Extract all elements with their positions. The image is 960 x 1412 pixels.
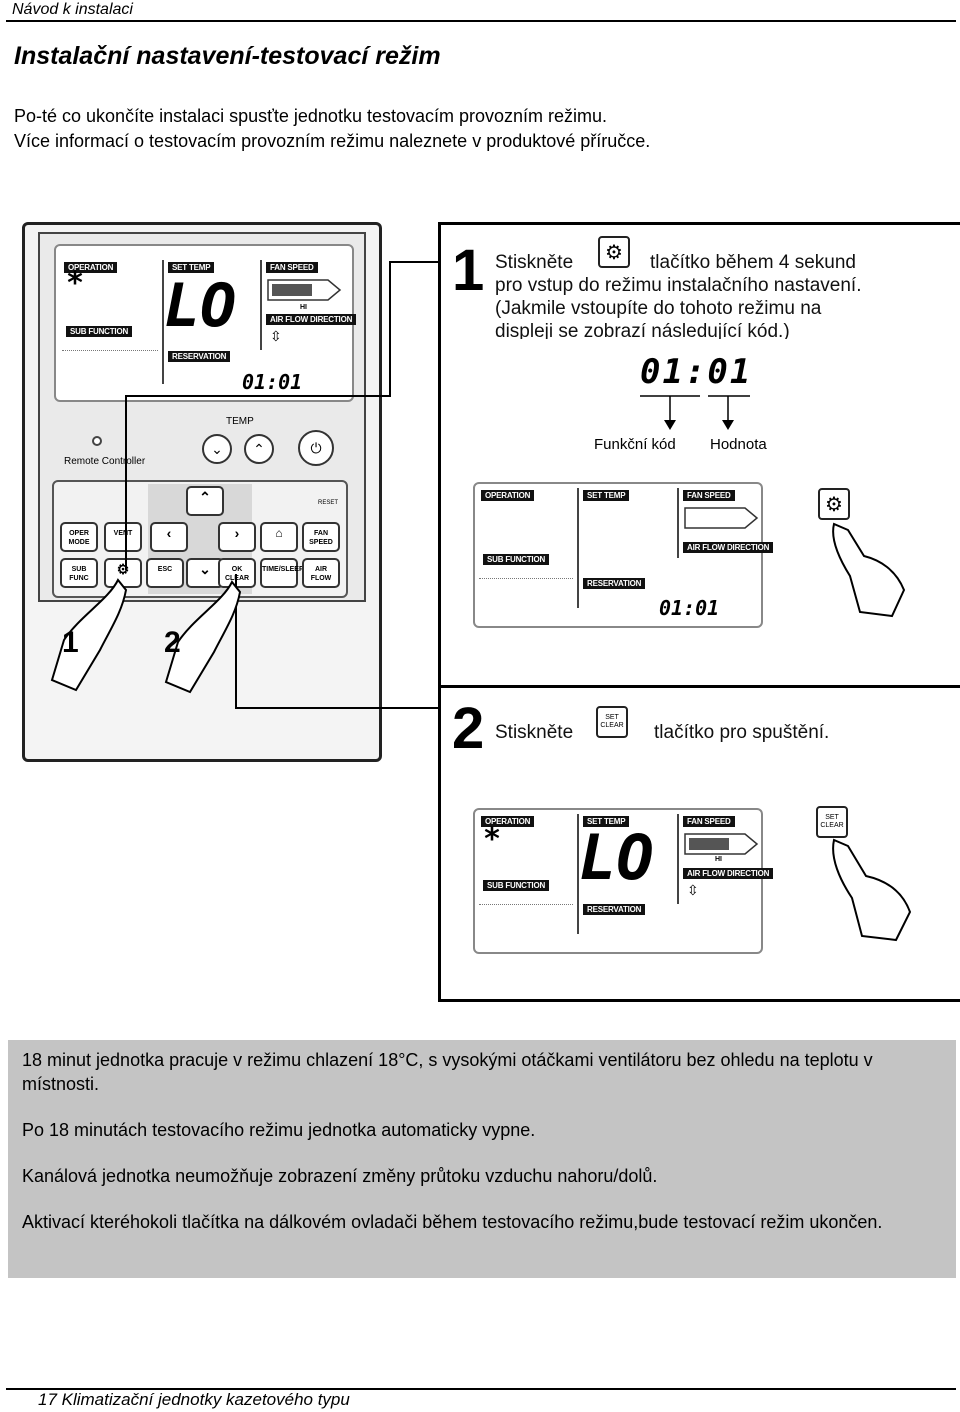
step-2-lcd: OPERATION * SUB FUNCTION SET TEMP LO RES…	[473, 808, 774, 954]
step-1-lcd-reservation-label: RESERVATION	[583, 578, 646, 589]
step-1-after: tlačítko během 4 sekund	[650, 252, 856, 273]
fan-speed-bar-icon	[267, 279, 342, 301]
asterisk-icon: *	[66, 266, 85, 301]
lcd-reservation-label: RESERVATION	[168, 351, 231, 362]
remote-controller-label: Remote Controller	[64, 456, 146, 467]
step-1-lcd: OPERATION SET TEMP FAN SPEED AIR FLOW DI…	[473, 482, 774, 628]
step-2-asterisk-icon: *	[483, 822, 502, 857]
function-code-label: Funkční kód	[594, 436, 676, 453]
set-clear-icon: SET CLEAR	[596, 706, 628, 738]
step-2-lcd-fan-level: HI	[715, 856, 722, 863]
finger-label-2: 2	[164, 626, 181, 659]
step-2-set-clear-top: SET	[825, 814, 839, 821]
lcd-operation-label: OPERATION	[64, 262, 118, 273]
oper-mode-button[interactable]: OPER MODE	[60, 522, 98, 552]
power-button[interactable]: ⏻	[298, 430, 334, 466]
code-arrows	[640, 395, 750, 430]
step-2-lcd-reservation-label: RESERVATION	[583, 904, 646, 915]
intro-line-1: Po-té co ukončíte instalaci spusťte jedn…	[14, 106, 608, 126]
lcd-fan-speed-label: FAN SPEED	[266, 262, 318, 273]
finger-label-1: 1	[62, 626, 79, 659]
info-box: 18 minut jednotka pracuje v režimu chlaz…	[8, 1040, 956, 1278]
info-paragraph-1: 18 minut jednotka pracuje v režimu chlaz…	[22, 1050, 873, 1094]
set-clear-icon-bottom: CLEAR	[600, 722, 624, 729]
step-2-hand-icon	[832, 838, 912, 942]
hand-1-icon	[50, 578, 128, 692]
set-clear-icon-top: SET	[605, 714, 619, 721]
sub-func-button[interactable]: SUB FUNC	[60, 558, 98, 588]
nav-down-button[interactable]: ⌄	[186, 558, 224, 588]
step-1-line-3: (Jakmile vstoupíte do tohoto režimu na	[495, 298, 822, 319]
air-flow-button[interactable]: AIR FLOW	[302, 558, 340, 588]
step-2-lcd-operation-label: OPERATION	[481, 816, 535, 827]
reset-label: RESET	[318, 500, 339, 506]
step-2-press: Stiskněte	[495, 722, 574, 743]
home-button[interactable]: ⌂	[260, 522, 298, 552]
footer-rule	[6, 1388, 956, 1390]
nav-right-button[interactable]: ›	[218, 522, 256, 552]
step-1-lcd-code: 01:01	[659, 596, 720, 620]
step-2-air-flow-arrow-icon: ⇳	[687, 882, 699, 898]
lcd-air-flow-label: AIR FLOW DIRECTION	[266, 314, 357, 325]
step-1-line-2: pro vstup do režimu instalačního nastave…	[495, 275, 862, 296]
header-rule	[6, 20, 956, 22]
info-paragraph-2: Po 18 minutách testovacího režimu jednot…	[22, 1120, 536, 1140]
temp-down-button[interactable]: ⌄	[202, 434, 232, 464]
step-2-lcd-set-temp-label: SET TEMP	[583, 816, 630, 827]
value-label: Hodnota	[710, 436, 767, 453]
lcd-sub-function-label: SUB FUNCTION	[66, 326, 133, 337]
lcd-small-code: 01:01	[242, 370, 303, 394]
hand-2-icon	[164, 580, 242, 694]
step-2-lcd-sub-function-label: SUB FUNCTION	[483, 880, 550, 891]
vent-button[interactable]: VENT	[104, 522, 142, 552]
info-paragraph-4: Aktivací kteréhokoli tlačítka na dálkové…	[22, 1212, 883, 1232]
steps-divider	[438, 685, 960, 688]
nav-left-button[interactable]: ‹	[150, 522, 188, 552]
step-1-number: 1	[452, 238, 485, 303]
section-title: Instalační nastavení-testovací režim	[14, 42, 441, 70]
controller-lcd: OPERATION * SUB FUNCTION SET TEMP LO RES…	[54, 244, 357, 402]
step-1-lcd-fan-speed-label: FAN SPEED	[683, 490, 735, 501]
lcd-main-code: LO	[164, 271, 237, 341]
step-2-lcd-air-flow-label: AIR FLOW DIRECTION	[683, 868, 774, 879]
lcd-set-temp-label: SET TEMP	[168, 262, 215, 273]
step-2-set-clear-icon: SET CLEAR	[816, 806, 848, 838]
temp-up-button[interactable]: ⌃	[244, 434, 274, 464]
step-1-lcd-operation-label: OPERATION	[481, 490, 535, 501]
lcd-fan-level: HI	[300, 304, 307, 311]
step-1-fan-bar-icon	[684, 507, 759, 529]
status-led-icon	[92, 436, 102, 446]
header-title: Návod k instalaci	[12, 1, 133, 18]
step-2-lcd-main: LO	[579, 821, 654, 894]
step-2-fan-bar-icon	[684, 833, 759, 855]
step-2-after: tlačítko pro spuštění.	[654, 722, 830, 743]
esc-button[interactable]: ESC	[146, 558, 184, 588]
intro-text: Po-té co ukončíte instalaci spusťte jedn…	[14, 104, 914, 154]
nav-up-button[interactable]: ⌃	[186, 486, 224, 516]
time-sleep-button[interactable]: TIME/SLEEP	[260, 558, 304, 588]
step-1-lcd-set-temp-label: SET TEMP	[583, 490, 630, 501]
step-2-number: 2	[452, 696, 485, 761]
air-flow-arrow-icon: ⇳	[270, 328, 282, 344]
step-1-press: Stiskněte	[495, 252, 574, 273]
step-1-line-4: displeji se zobrazí následující kód.)	[495, 321, 790, 339]
footer-text: 17 Klimatizační jednotky kazetového typu	[38, 1390, 350, 1409]
settings-icon: ⚙	[598, 236, 630, 268]
step-2-lcd-fan-speed-label: FAN SPEED	[683, 816, 735, 827]
step-1-settings-icon: ⚙	[818, 488, 850, 520]
step-1-hand-icon	[832, 522, 906, 618]
intro-line-2: Více informací o testovacím provozním re…	[14, 131, 651, 151]
step-1-lcd-sub-function-label: SUB FUNCTION	[483, 554, 550, 565]
step-2-set-clear-bottom: CLEAR	[820, 822, 844, 829]
fan-speed-button[interactable]: FAN SPEED	[302, 522, 340, 552]
step-1-code: 01:01	[640, 352, 753, 392]
info-paragraph-3: Kanálová jednotka neumožňuje zobrazení z…	[22, 1166, 658, 1186]
temp-label: TEMP	[226, 416, 254, 427]
step-1-lcd-air-flow-label: AIR FLOW DIRECTION	[683, 542, 774, 553]
